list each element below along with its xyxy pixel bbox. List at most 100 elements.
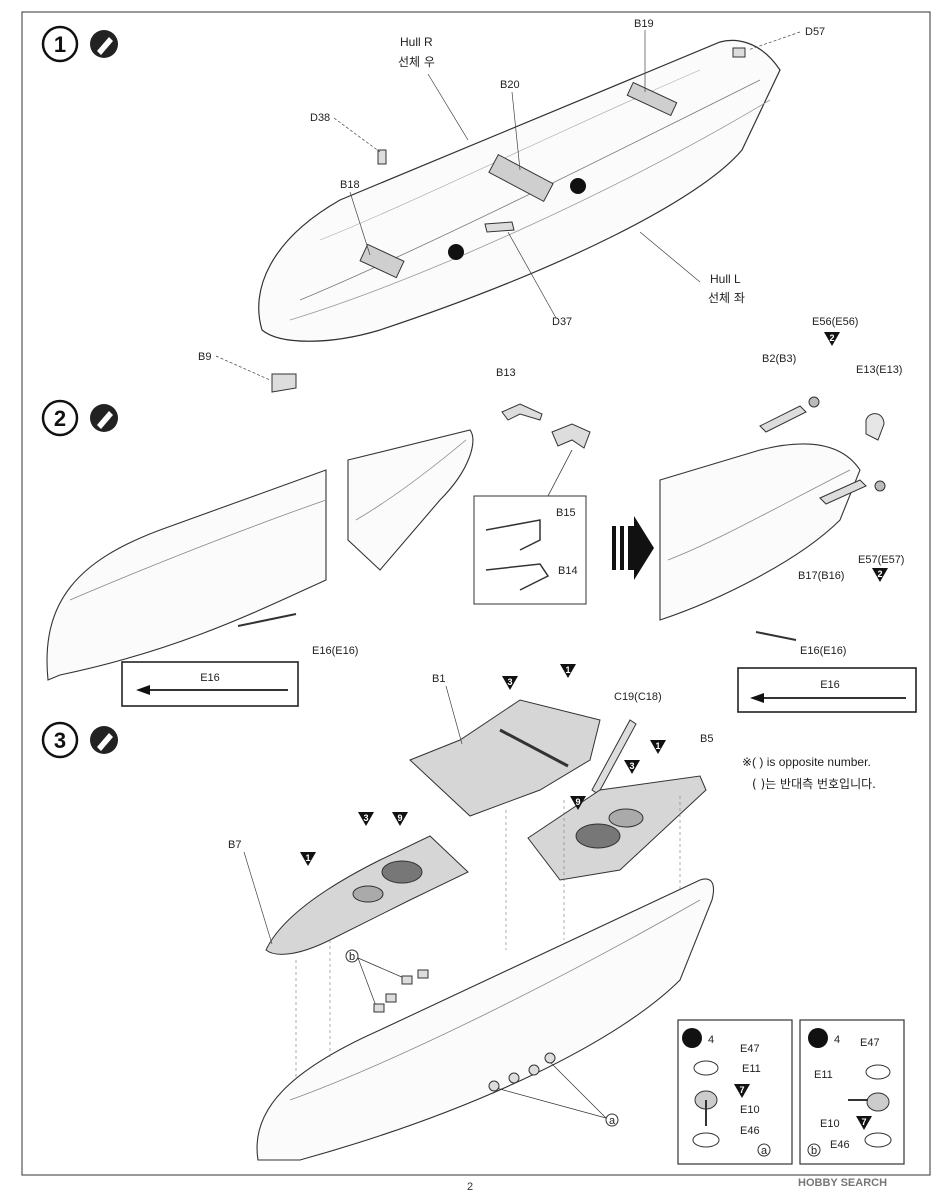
label-b7: B7 (228, 839, 241, 851)
glue-point-icon (570, 178, 586, 194)
marker-2-bottom-label: 2 (877, 569, 882, 579)
label-hull-r: Hull R (400, 35, 433, 49)
leader-line (547, 449, 573, 497)
marker-label: 9 (575, 797, 580, 807)
fitting-a (544, 1052, 556, 1064)
label-b18: B18 (340, 179, 360, 191)
hull-assembled-line (289, 899, 701, 1101)
detail-a-e46: E46 (740, 1125, 760, 1137)
label-c19: C19(C18) (614, 691, 662, 703)
bow-deck-line (69, 499, 327, 601)
part-c19 (591, 719, 637, 795)
label-hull-l-kor: 선체 좌 (708, 291, 745, 305)
note-opposite-kor: ( )는 반대측 번호입니다. (752, 777, 876, 791)
label-d57: D57 (805, 26, 825, 38)
label-hull-l: Hull L (710, 272, 741, 286)
glue-icon-pen (97, 733, 113, 751)
callout-b-badge (345, 949, 359, 963)
marker-label: 1 (305, 853, 310, 863)
note-opposite-en: ※( ) is opposite number. (742, 755, 871, 769)
detail-b-marker: 7 (861, 1117, 866, 1127)
part-e11 (866, 1092, 890, 1112)
part-b19 (626, 81, 678, 117)
stern-deck-line (667, 469, 851, 561)
label-b9: B9 (198, 351, 211, 363)
detail-a-e11: E11 (742, 1063, 761, 1075)
marker-3 (358, 812, 374, 826)
part-b20 (488, 153, 554, 203)
page-frame (21, 11, 931, 1176)
label-d37: D37 (552, 316, 572, 328)
leader-line (507, 231, 557, 319)
step-3: 3 3 1 1 3 9 9 (41, 664, 905, 1165)
part-d37 (484, 221, 515, 233)
leader-line (547, 1059, 607, 1119)
part-d38 (377, 149, 387, 165)
bow-view-left (46, 469, 327, 681)
label-hull-r-kor: 선체 우 (398, 55, 435, 69)
fitting-a (528, 1064, 540, 1076)
fitting-b (385, 993, 397, 1003)
fitting-b (401, 975, 413, 985)
callout-a-label: a (609, 1115, 616, 1127)
step-3-number: 3 (54, 728, 66, 753)
leader-line (215, 355, 271, 381)
marker-3 (502, 676, 518, 690)
marker-9 (392, 812, 408, 826)
leader-line (333, 117, 381, 153)
part-e47 (693, 1060, 719, 1076)
leader-line (747, 31, 801, 51)
turret-ring-9-fwd (381, 860, 423, 884)
marker-1 (560, 664, 576, 678)
part-b18 (359, 243, 405, 279)
glue-icon-pen (97, 37, 113, 55)
step-1-badge (41, 25, 79, 63)
detail-b-tag-badge (807, 1143, 821, 1157)
arrow-left-icon (136, 685, 150, 695)
marker-label: 1 (565, 665, 570, 675)
detail-a-e47: E47 (740, 1043, 760, 1055)
leader-line (445, 685, 463, 745)
callout-a-badge (605, 1113, 619, 1127)
rod-box-right-label: E16 (820, 679, 840, 691)
leader-line (639, 231, 701, 283)
marker-label: 3 (363, 813, 368, 823)
marker-label: 1 (655, 741, 660, 751)
detail-b-e47: E47 (860, 1037, 880, 1049)
hull-deck-line (299, 79, 761, 301)
label-b5: B5 (700, 733, 713, 745)
marker-1 (300, 852, 316, 866)
hull-waterline (289, 99, 771, 321)
glue-point-icon (448, 244, 464, 260)
arrow-left-icon (750, 693, 764, 703)
marker-label: 9 (397, 813, 402, 823)
marker-7 (856, 1116, 872, 1130)
glue-icon-pen (97, 411, 113, 429)
marker-label: 3 (629, 761, 634, 771)
next-arrow-icon (612, 516, 654, 580)
turret-ring-9 (575, 823, 621, 849)
part-e56 (808, 396, 820, 408)
detail-a-tag-badge (757, 1143, 771, 1157)
detail-box-b14-b15 (473, 495, 587, 605)
step-2-badge (41, 399, 79, 437)
rod-box-left-label: E16 (200, 672, 220, 684)
label-b1: B1 (432, 673, 445, 685)
fitting-a (508, 1072, 520, 1084)
step-1-number: 1 (54, 32, 66, 57)
marker-7 (734, 1084, 750, 1098)
label-b2: B2(B3) (762, 353, 796, 365)
part-b17 (819, 479, 867, 505)
bow-view-middle (347, 429, 474, 571)
part-e57 (874, 480, 886, 492)
step-2-number: 2 (54, 406, 66, 431)
watermark: HOBBY SEARCH (798, 1177, 887, 1189)
part-e13 (865, 413, 885, 441)
label-b17: B17(B16) (798, 570, 844, 582)
leader-line (357, 957, 405, 979)
marker-3 (624, 760, 640, 774)
part-e16-left (237, 613, 297, 627)
marker-2-top (824, 332, 840, 346)
step-2: 2 2 (41, 316, 917, 713)
